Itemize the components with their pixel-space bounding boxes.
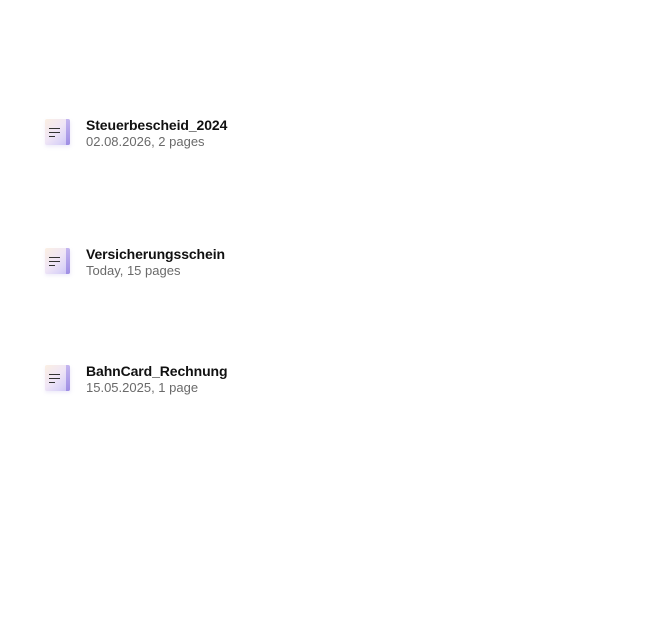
- document-item[interactable]: Versicherungsschein Today, 15 pages: [44, 242, 225, 282]
- document-meta: Today, 15 pages: [86, 262, 181, 278]
- document-title: Steuerbescheid_2024: [86, 116, 228, 133]
- document-title: BahnCard_Rechnung: [86, 362, 228, 379]
- document-item[interactable]: Steuerbescheid_2024 02.08.2026, 2 pages: [44, 113, 227, 153]
- document-icon: [44, 247, 72, 277]
- document-meta: 15.05.2025, 1 page: [86, 379, 199, 395]
- document-item[interactable]: BahnCard_Rechnung 15.05.2025, 1 page: [44, 359, 228, 399]
- document-meta: 02.08.2026, 2 pages: [86, 133, 205, 149]
- document-icon: [44, 118, 72, 148]
- document-icon: [44, 364, 72, 394]
- document-title: Versicherungsschein: [86, 245, 225, 262]
